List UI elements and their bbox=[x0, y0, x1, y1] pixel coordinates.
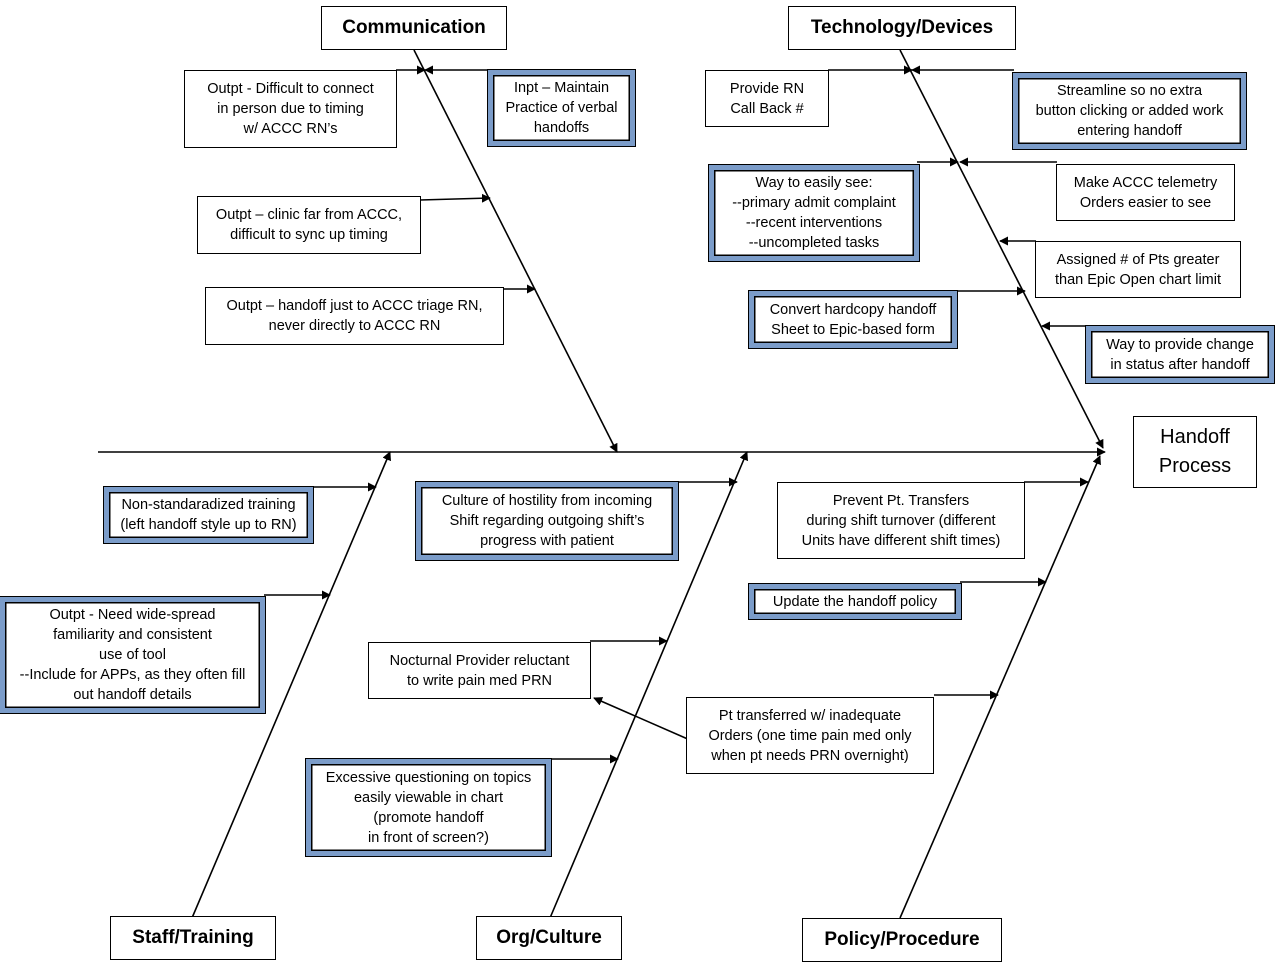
bone-policy bbox=[899, 455, 1101, 919]
cause-comm-triage-rn: Outpt – handoff just to ACCC triage RN, … bbox=[205, 287, 504, 345]
cause-tech-telemetry: Make ACCC telemetry Orders easier to see bbox=[1056, 164, 1235, 221]
cause-org-questioning: Excessive questioning on topics easily v… bbox=[305, 758, 552, 857]
arrow-policy-to-nocturnal bbox=[593, 697, 691, 741]
cause-tech-convert: Convert hardcopy handoff Sheet to Epic-b… bbox=[748, 290, 958, 349]
cause-policy-update: Update the handoff policy bbox=[748, 583, 962, 620]
category-communication: Communication bbox=[321, 6, 507, 50]
cause-staff-training: Non-standaradized training (left handoff… bbox=[103, 486, 314, 544]
cause-policy-inadequate-orders: Pt transferred w/ inadequate Orders (one… bbox=[686, 697, 934, 774]
bone-staff bbox=[191, 451, 391, 919]
category-staff: Staff/Training bbox=[110, 916, 276, 960]
arrow-comm-clinic bbox=[419, 193, 491, 203]
bone-technology bbox=[899, 49, 1104, 449]
cause-org-hostility: Culture of hostility from incoming Shift… bbox=[415, 481, 679, 561]
cause-tech-streamline: Streamline so no extra button clicking o… bbox=[1012, 72, 1247, 150]
cause-tech-pts-limit: Assigned # of Pts greater than Epic Open… bbox=[1035, 241, 1241, 298]
cause-comm-clinic-far: Outpt – clinic far from ACCC, difficult … bbox=[197, 196, 421, 254]
category-org: Org/Culture bbox=[476, 916, 622, 960]
cause-tech-call-back: Provide RN Call Back # bbox=[705, 70, 829, 127]
category-technology: Technology/Devices bbox=[788, 6, 1016, 50]
cause-org-nocturnal: Nocturnal Provider reluctant to write pa… bbox=[368, 642, 591, 699]
cause-tech-easily-see: Way to easily see: --primary admit compl… bbox=[708, 164, 920, 262]
cause-staff-familiarity: Outpt - Need wide-spread familiarity and… bbox=[0, 596, 266, 714]
cause-tech-status-change: Way to provide change in status after ha… bbox=[1085, 325, 1275, 384]
cause-comm-difficult-connect: Outpt - Difficult to connect in person d… bbox=[184, 70, 397, 148]
category-policy: Policy/Procedure bbox=[802, 918, 1002, 962]
bone-org bbox=[549, 451, 748, 919]
bone-communication bbox=[413, 49, 618, 453]
effect-handoff-process: Handoff Process bbox=[1133, 416, 1257, 488]
cause-policy-transfers: Prevent Pt. Transfers during shift turno… bbox=[777, 482, 1025, 559]
cause-comm-verbal-handoffs: Inpt – Maintain Practice of verbal hando… bbox=[487, 69, 636, 147]
